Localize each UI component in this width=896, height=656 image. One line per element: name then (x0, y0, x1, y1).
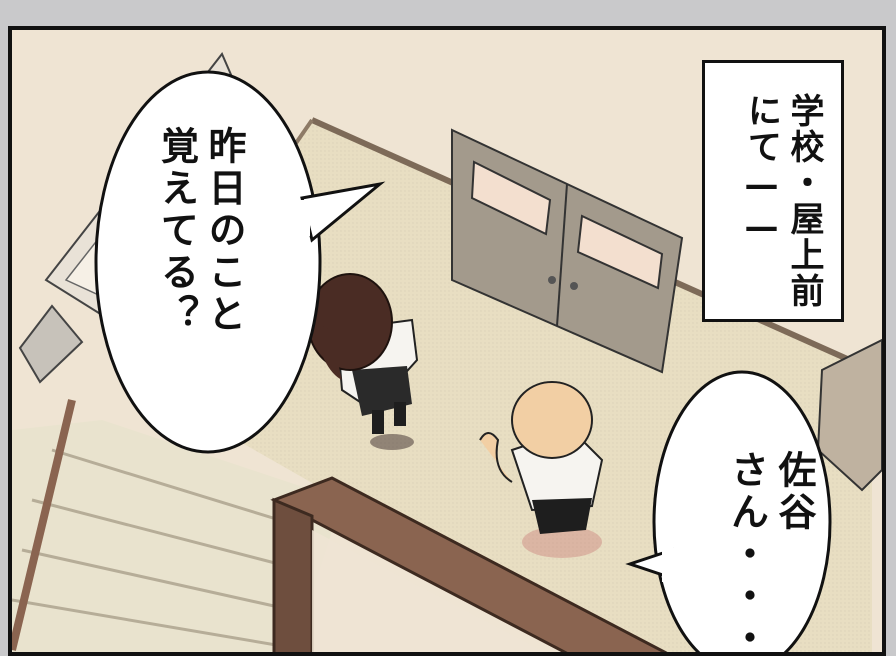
staircase (12, 399, 342, 652)
left-bubble-line-2: 覚えてる？ (154, 126, 199, 336)
caption-line-1: 学校・屋上前 (784, 93, 824, 309)
left-bubble-line-1: 昨日のこと (202, 126, 246, 336)
railing (270, 476, 668, 652)
speech-bubble-left (94, 70, 386, 454)
caption-text: 学校・屋上前 にて—— (740, 93, 825, 309)
right-bubble-text: 佐谷 さん・・・ (722, 450, 817, 656)
manga-panel: 学校・屋上前 にて—— 昨日のこと 覚えてる？ 佐谷 さん・・・ (8, 26, 886, 656)
caption-line-2: にて—— (741, 93, 782, 249)
speech-bubble-right (625, 370, 832, 652)
left-bubble-text: 昨日のこと 覚えてる？ (152, 126, 247, 336)
double-door (451, 128, 684, 374)
handrail-left (12, 399, 76, 651)
caption-box: 学校・屋上前 にて—— (702, 60, 844, 322)
right-box (816, 338, 882, 492)
girl-character (307, 273, 419, 450)
right-bubble-line-2: さん・・・ (724, 450, 769, 656)
boy-character (479, 381, 604, 558)
right-bubble-line-1: 佐谷 (772, 450, 816, 534)
wall-sign (18, 304, 84, 384)
